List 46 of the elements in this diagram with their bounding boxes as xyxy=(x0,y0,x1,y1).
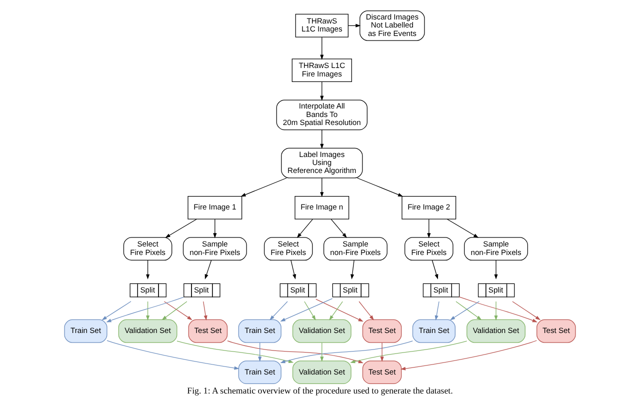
arrow xyxy=(432,260,438,280)
arrow xyxy=(330,218,347,238)
arrow xyxy=(270,301,288,320)
arrow xyxy=(176,340,294,363)
arrow xyxy=(146,301,150,321)
arrow xyxy=(458,296,538,322)
arrow xyxy=(356,178,404,197)
arrow xyxy=(456,301,482,320)
arrow xyxy=(280,340,413,364)
arrow xyxy=(434,301,440,321)
arrow xyxy=(304,301,316,320)
arrow xyxy=(316,298,364,322)
arrow xyxy=(512,301,541,320)
arrow xyxy=(213,218,217,238)
arrow xyxy=(427,218,431,238)
arrow xyxy=(106,296,184,322)
arrow xyxy=(102,301,132,320)
arrow xyxy=(350,260,354,280)
arrow xyxy=(320,342,324,362)
arrow xyxy=(204,260,212,280)
arrow xyxy=(280,298,333,322)
arrow xyxy=(296,218,314,238)
arrow xyxy=(380,342,384,362)
arrow xyxy=(494,301,498,321)
arrow xyxy=(162,301,188,320)
arrow xyxy=(446,218,479,238)
arrow xyxy=(400,340,537,370)
arrow xyxy=(227,340,364,364)
arrow xyxy=(450,301,480,320)
arrow xyxy=(203,301,208,321)
arrow xyxy=(106,340,240,370)
arrow xyxy=(320,130,324,149)
arrow xyxy=(320,178,324,198)
arrow xyxy=(358,301,374,320)
arrow xyxy=(350,340,468,364)
arrow xyxy=(320,36,324,60)
arrow xyxy=(320,82,324,101)
arrow xyxy=(494,260,498,280)
arrow xyxy=(258,342,262,362)
arrow xyxy=(290,260,296,280)
arrow xyxy=(329,301,343,320)
arrow xyxy=(240,178,287,197)
arrow xyxy=(164,301,192,320)
arrow xyxy=(165,218,198,238)
arrow xyxy=(146,260,150,280)
caption: Fig. 1: A schematic overview of the procedure used to generate the dataset. xyxy=(187,385,453,396)
